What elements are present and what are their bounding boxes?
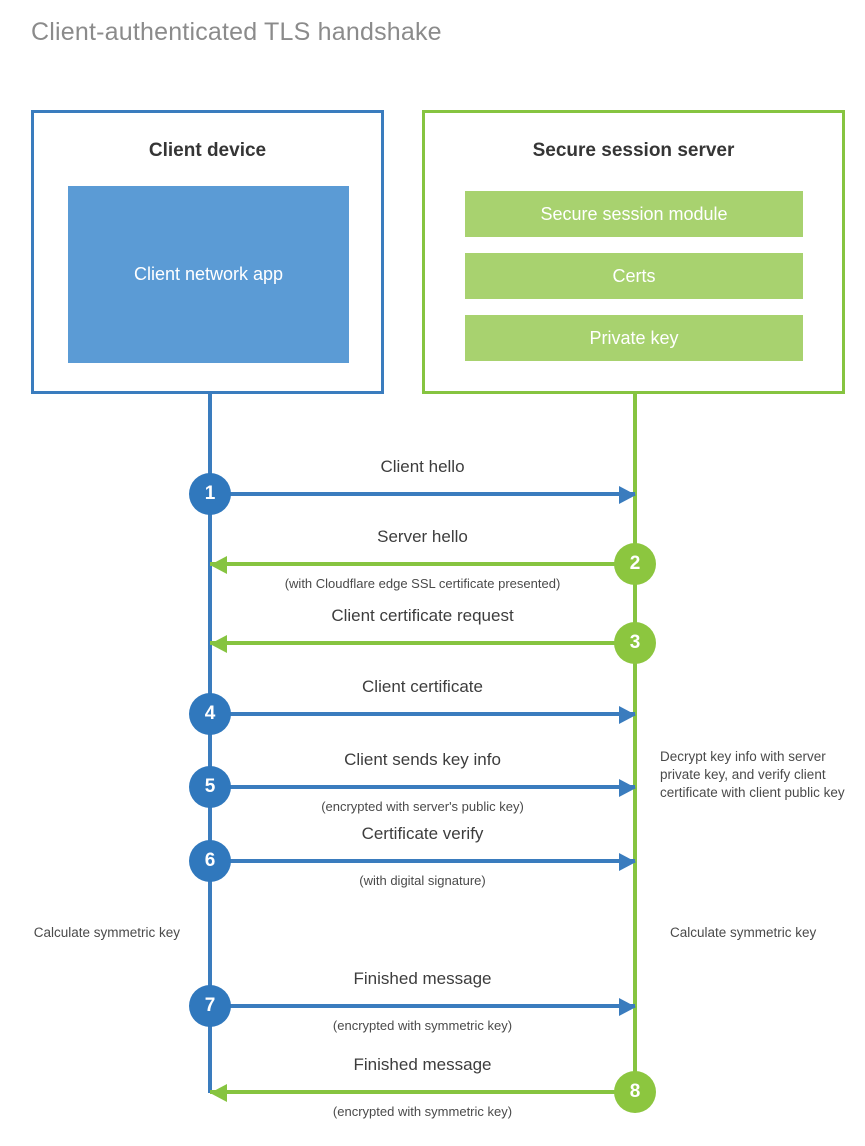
step-circle-4: 4 xyxy=(189,693,231,735)
client-lifeline xyxy=(208,393,212,1093)
message-arrow-line-2 xyxy=(210,562,635,566)
arrowhead-icon-8 xyxy=(210,1084,227,1102)
message-label-4: Client certificate xyxy=(362,677,483,696)
arrowhead-icon-4 xyxy=(619,706,636,724)
annotation-client-calculate-symmetric-key: Calculate symmetric key xyxy=(33,925,180,940)
message-arrow-line-1 xyxy=(210,492,635,496)
step-circle-6: 6 xyxy=(189,840,231,882)
step-circle-5: 5 xyxy=(189,766,231,808)
message-sublabel-7: (encrypted with symmetric key) xyxy=(332,1018,513,1033)
message-sublabel-6: (with digital signature) xyxy=(359,873,486,888)
step-circle-7: 7 xyxy=(189,985,231,1027)
arrowhead-icon-2 xyxy=(210,556,227,574)
message-label-8: Finished message xyxy=(353,1055,492,1074)
secure-session-module-block: Secure session module xyxy=(465,191,803,237)
message-label-3: Client certificate request xyxy=(331,606,514,625)
message-sublabel-2: (with Cloudflare edge SSL certificate pr… xyxy=(284,576,561,591)
annotation-server-calculate-symmetric-key: Calculate symmetric key xyxy=(670,925,817,940)
message-arrow-line-7 xyxy=(210,1004,635,1008)
message-arrow-line-5 xyxy=(210,785,635,789)
message-label-1: Client hello xyxy=(380,457,465,476)
step-circle-3: 3 xyxy=(614,622,656,664)
arrowhead-icon-7 xyxy=(619,998,636,1016)
client-device-title: Client device xyxy=(148,140,267,161)
message-label-6: Certificate verify xyxy=(361,824,484,843)
message-sublabel-5: (encrypted with server's public key) xyxy=(321,799,524,814)
step-circle-1: 1 xyxy=(189,473,231,515)
message-label-7: Finished message xyxy=(353,969,492,988)
secure-session-server-title: Secure session server xyxy=(532,140,735,161)
private-key-block: Private key xyxy=(465,315,803,361)
client-device-box: Client device Client network app xyxy=(31,110,384,394)
server-lifeline xyxy=(633,393,637,1093)
certs-block: Certs xyxy=(465,253,803,299)
arrowhead-icon-1 xyxy=(619,486,636,504)
arrowhead-icon-6 xyxy=(619,853,636,871)
message-arrow-line-4 xyxy=(210,712,635,716)
step-circle-8: 8 xyxy=(614,1071,656,1113)
page-title: Client-authenticated TLS handshake xyxy=(31,18,442,46)
message-label-5: Client sends key info xyxy=(344,750,501,769)
message-arrow-line-8 xyxy=(210,1090,635,1094)
arrowhead-icon-3 xyxy=(210,635,227,653)
message-label-2: Server hello xyxy=(377,527,468,546)
step-circle-2: 2 xyxy=(614,543,656,585)
message-arrow-line-6 xyxy=(210,859,635,863)
secure-session-server-box: Secure session server Secure session mod… xyxy=(422,110,845,394)
annotation-server-decrypt: Decrypt key info with server private key… xyxy=(660,749,845,801)
arrowhead-icon-5 xyxy=(619,779,636,797)
client-network-app-block: Client network app xyxy=(68,186,349,363)
message-sublabel-8: (encrypted with symmetric key) xyxy=(332,1104,513,1119)
message-arrow-line-3 xyxy=(210,641,635,645)
